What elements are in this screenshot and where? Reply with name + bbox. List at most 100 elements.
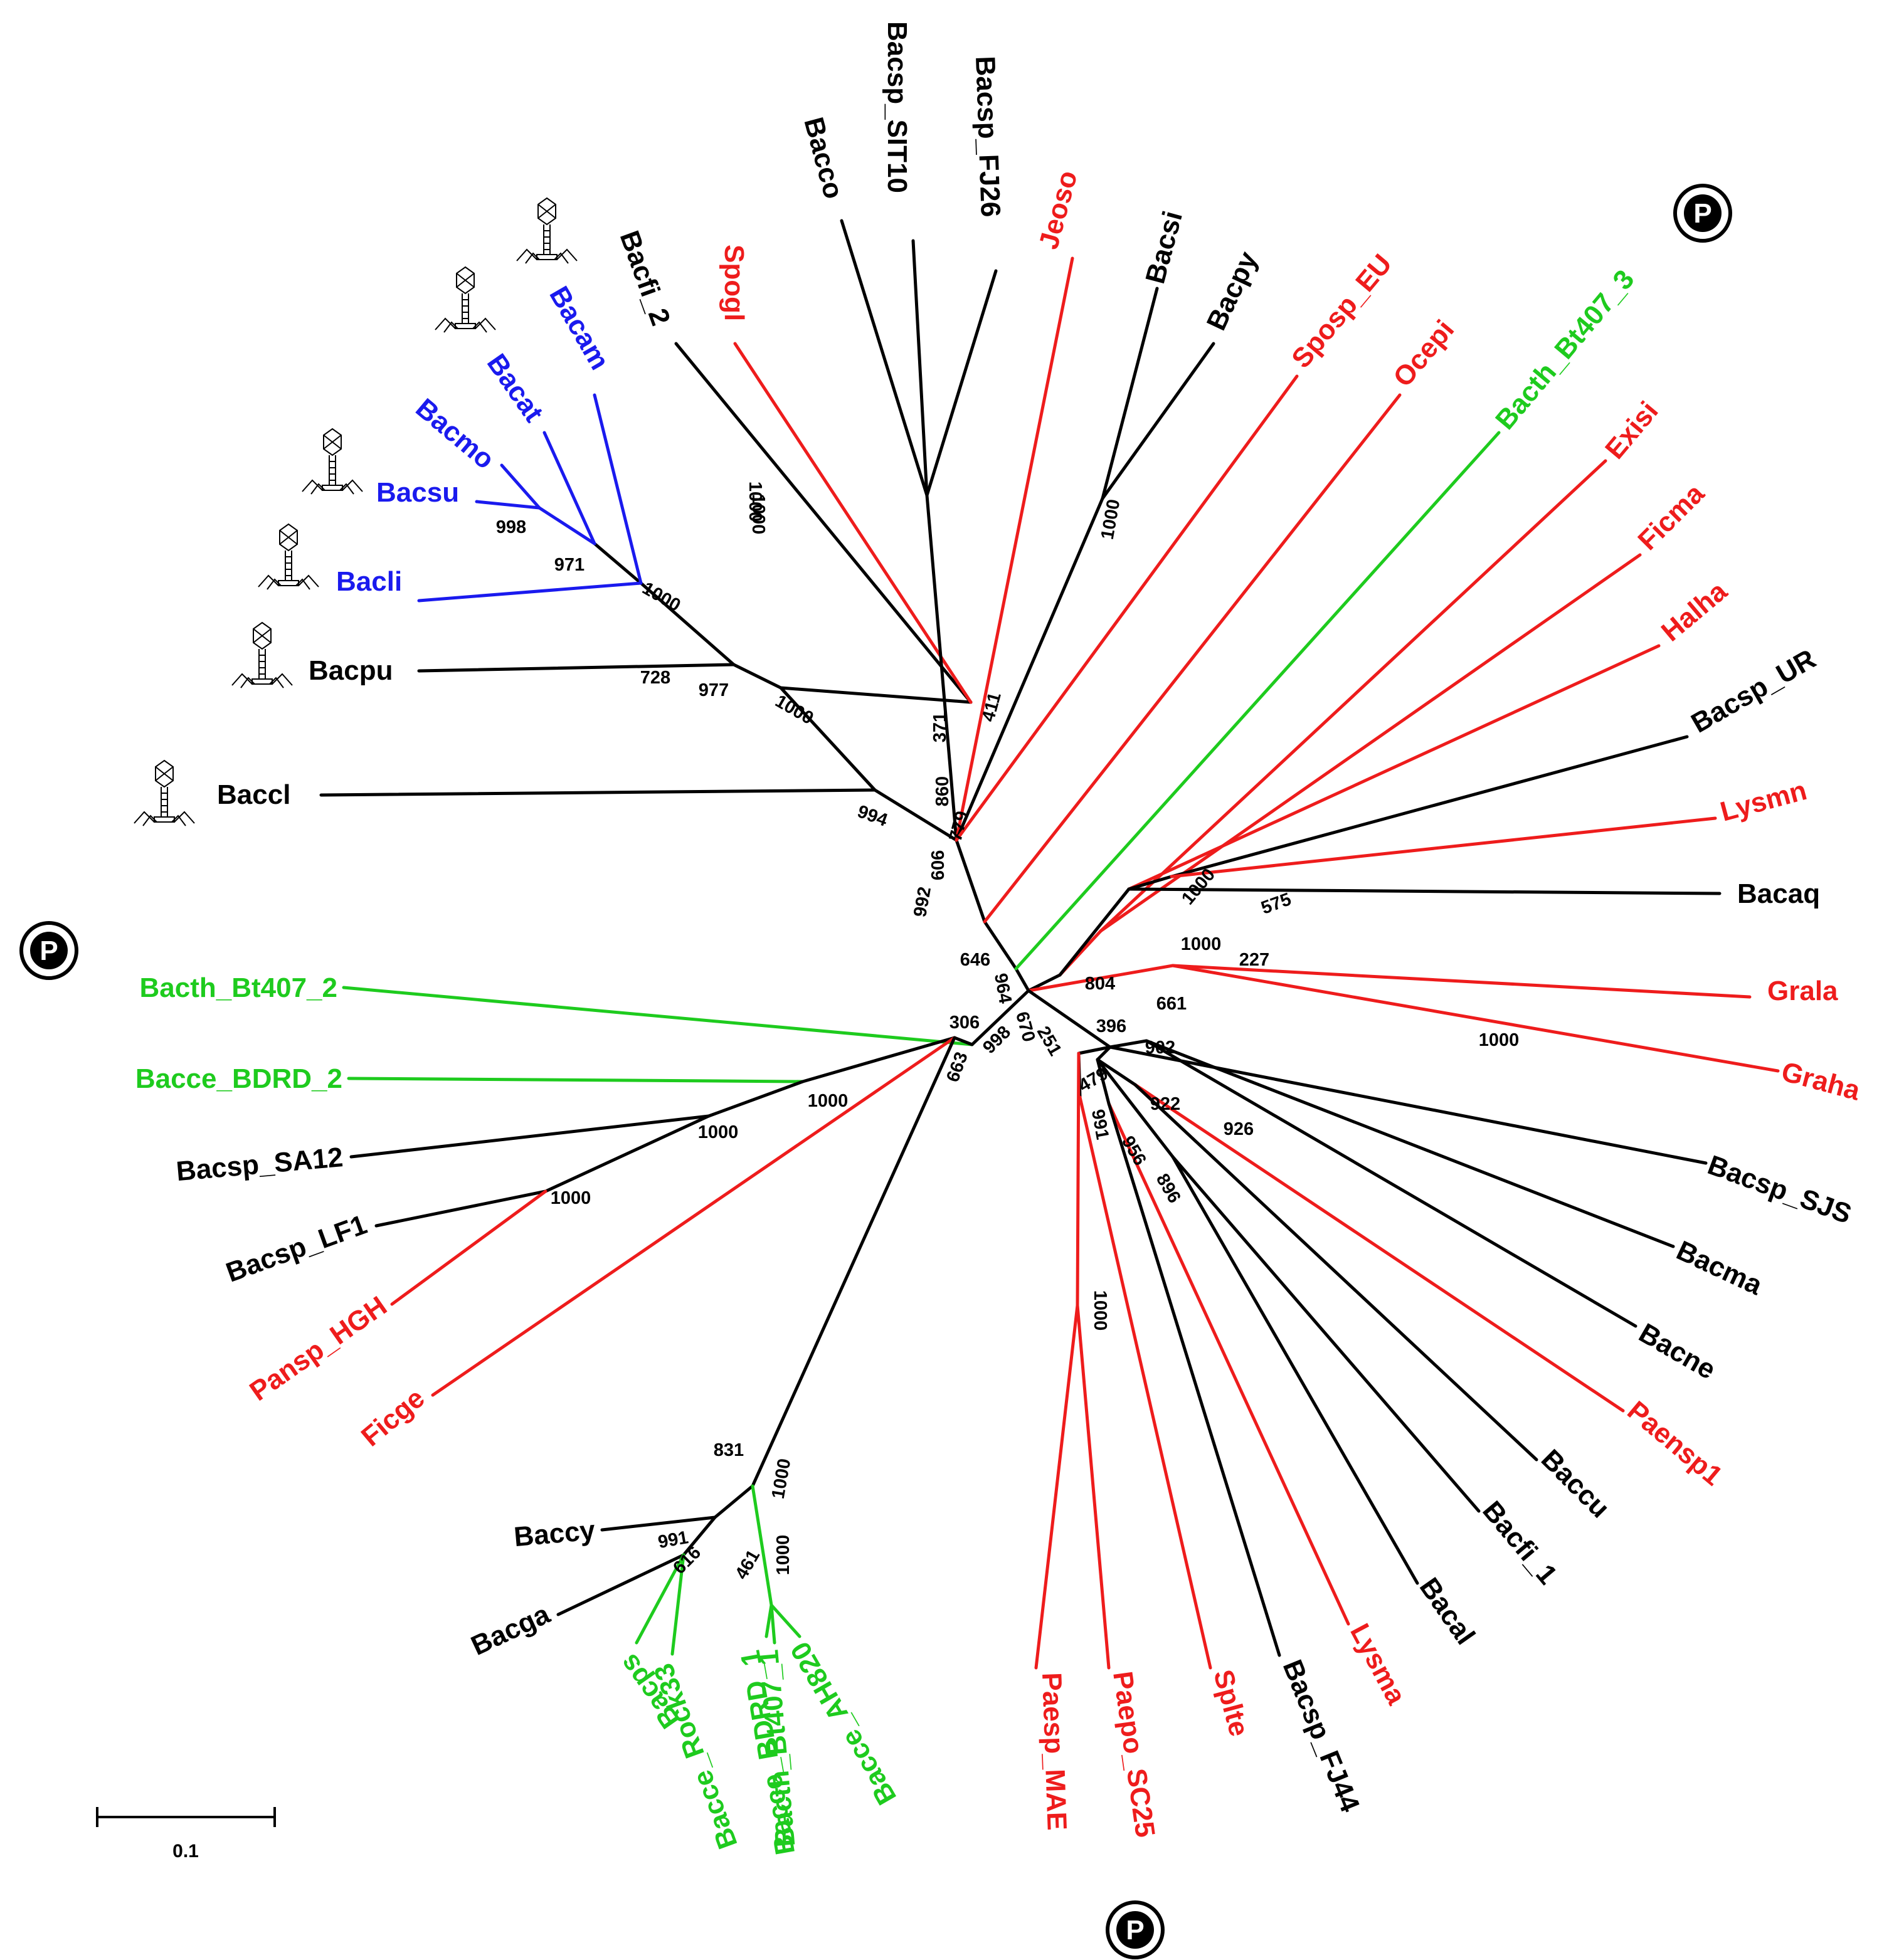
branch [593,393,643,585]
leaf-label-bacce-bdrd-2: Bacce_BDRD_2 [135,1063,342,1094]
leaf-label-ficma: Ficma [1632,478,1710,556]
svg-text:P: P [1126,1915,1144,1946]
branch [1133,1083,1538,1462]
branch [1107,1102,1281,1657]
branch [873,788,958,842]
branch [347,1077,805,1083]
tree-branches [319,219,1780,1670]
leaf-label-bacce-ah820: Bacce_AH820 [785,1636,902,1810]
bootstrap-value: 461 [731,1547,764,1583]
branch [475,500,541,510]
bootstrap-value: 411 [978,690,1005,724]
leaf-label-pansp-hgh: Pansp_HGH [244,1290,392,1407]
leaf-label-bacam: Bacam [543,282,615,375]
branch [953,1036,974,1046]
bootstrap-value: 1000 [773,1535,793,1576]
leaf-label-baccl: Baccl [217,779,290,810]
branch [639,581,736,667]
branch [732,663,783,690]
branch [955,256,1074,842]
branch [1027,989,1112,1049]
branch [593,542,643,585]
bootstrap-value: 964 [990,972,1015,1005]
markers: P P P [19,184,1732,1959]
branch [1145,1039,1637,1328]
bootstrap-value: 661 [1156,994,1187,1014]
branch [733,342,973,704]
branch [955,838,987,924]
branch [544,1114,711,1193]
phage-icon [134,760,195,826]
bootstrap-value: 977 [699,680,729,700]
leaf-label-bacaq: Bacaq [1737,878,1820,909]
leaf-label-bacfi-1: Bacfi_1 [1476,1495,1563,1590]
leaf-label-graha: Graha [1778,1056,1863,1106]
branch [1170,735,1689,878]
phage-icon [516,198,578,264]
leaf-label-grala: Grala [1767,976,1838,1006]
branch [374,1189,547,1228]
branch [319,788,877,797]
branch [925,493,958,842]
leaf-labels: BacclBacpuBacliBacsuBacmoBacatBacamBacfi… [135,21,1864,1857]
leaf-label-bacsi: Bacsi [1140,208,1188,287]
leaf-label-bacsp-ur: Bacsp_UR [1686,643,1821,739]
p-marker-icon: P [19,921,78,980]
branch [349,1114,711,1159]
branch [635,1553,685,1645]
branch [1058,887,1131,977]
leaf-label-bacmo: Bacmo [410,393,500,475]
bootstrap-value: 971 [554,555,585,575]
leaf-label-bacsp-sjs: Bacsp_SJS [1704,1149,1856,1230]
branch [1171,1155,1481,1513]
branch [955,374,1299,842]
bootstrap-value: 1000 [772,691,817,729]
bootstrap-value: 909 [927,850,947,880]
branch [1101,287,1159,500]
leaf-label-bacfi-2: Bacfi_2 [614,227,677,330]
bootstrap-value: 1000 [1090,1290,1110,1331]
branch [764,1603,773,1638]
branch [983,393,1402,924]
branch [1096,1058,1111,1105]
leaf-label-paepo-sc25: Paepo_SC25 [1107,1670,1161,1840]
branch [1170,816,1717,878]
bootstrap-value: 251 [1033,1023,1066,1060]
bootstrap-value: 227 [1239,950,1269,970]
branch [955,497,1104,842]
leaf-label-halha: Halha [1656,576,1733,648]
branch [1171,1155,1419,1585]
bootstrap-value: 371 [930,712,950,742]
phage-icon [302,428,363,495]
bootstrap-value: 1000 [768,1457,795,1500]
leaf-label-bacal: Bacal [1414,1573,1481,1650]
branch [1096,1045,1112,1062]
leaf-label-bacma: Bacma [1672,1235,1767,1302]
bootstrap-value: 922 [1150,1094,1180,1114]
branch [1096,1058,1175,1159]
branch [801,1036,956,1083]
branch [779,686,877,792]
branch [1171,964,1780,1073]
bootstrap-value: 896 [1152,1171,1185,1207]
leaf-label-bacpu: Bacpu [309,655,393,686]
branch [556,1553,685,1616]
leaf-label-ocepi: Ocepi [1387,314,1460,393]
p-marker-icon: P [1673,184,1732,243]
leaf-label-baccy: Baccy [512,1515,596,1552]
leaf-label-bacco: Bacco [798,114,849,202]
scale-bar-label: 0.1 [172,1841,199,1862]
branch [840,219,929,497]
bootstrap-value: 1000 [698,1122,739,1142]
phage-icon [435,266,496,333]
bootstrap-value: 804 [1085,974,1115,994]
branch [751,1036,956,1488]
branch [600,1515,717,1532]
branch [1127,875,1173,891]
bootstrap-value: 860 [933,776,953,806]
branch [390,1189,547,1306]
leaf-label-paesp-mae: Paesp_MAE [1036,1672,1072,1831]
leaf-label-lysmn: Lysmn [1717,775,1810,828]
bootstrap-value: 728 [640,668,670,688]
